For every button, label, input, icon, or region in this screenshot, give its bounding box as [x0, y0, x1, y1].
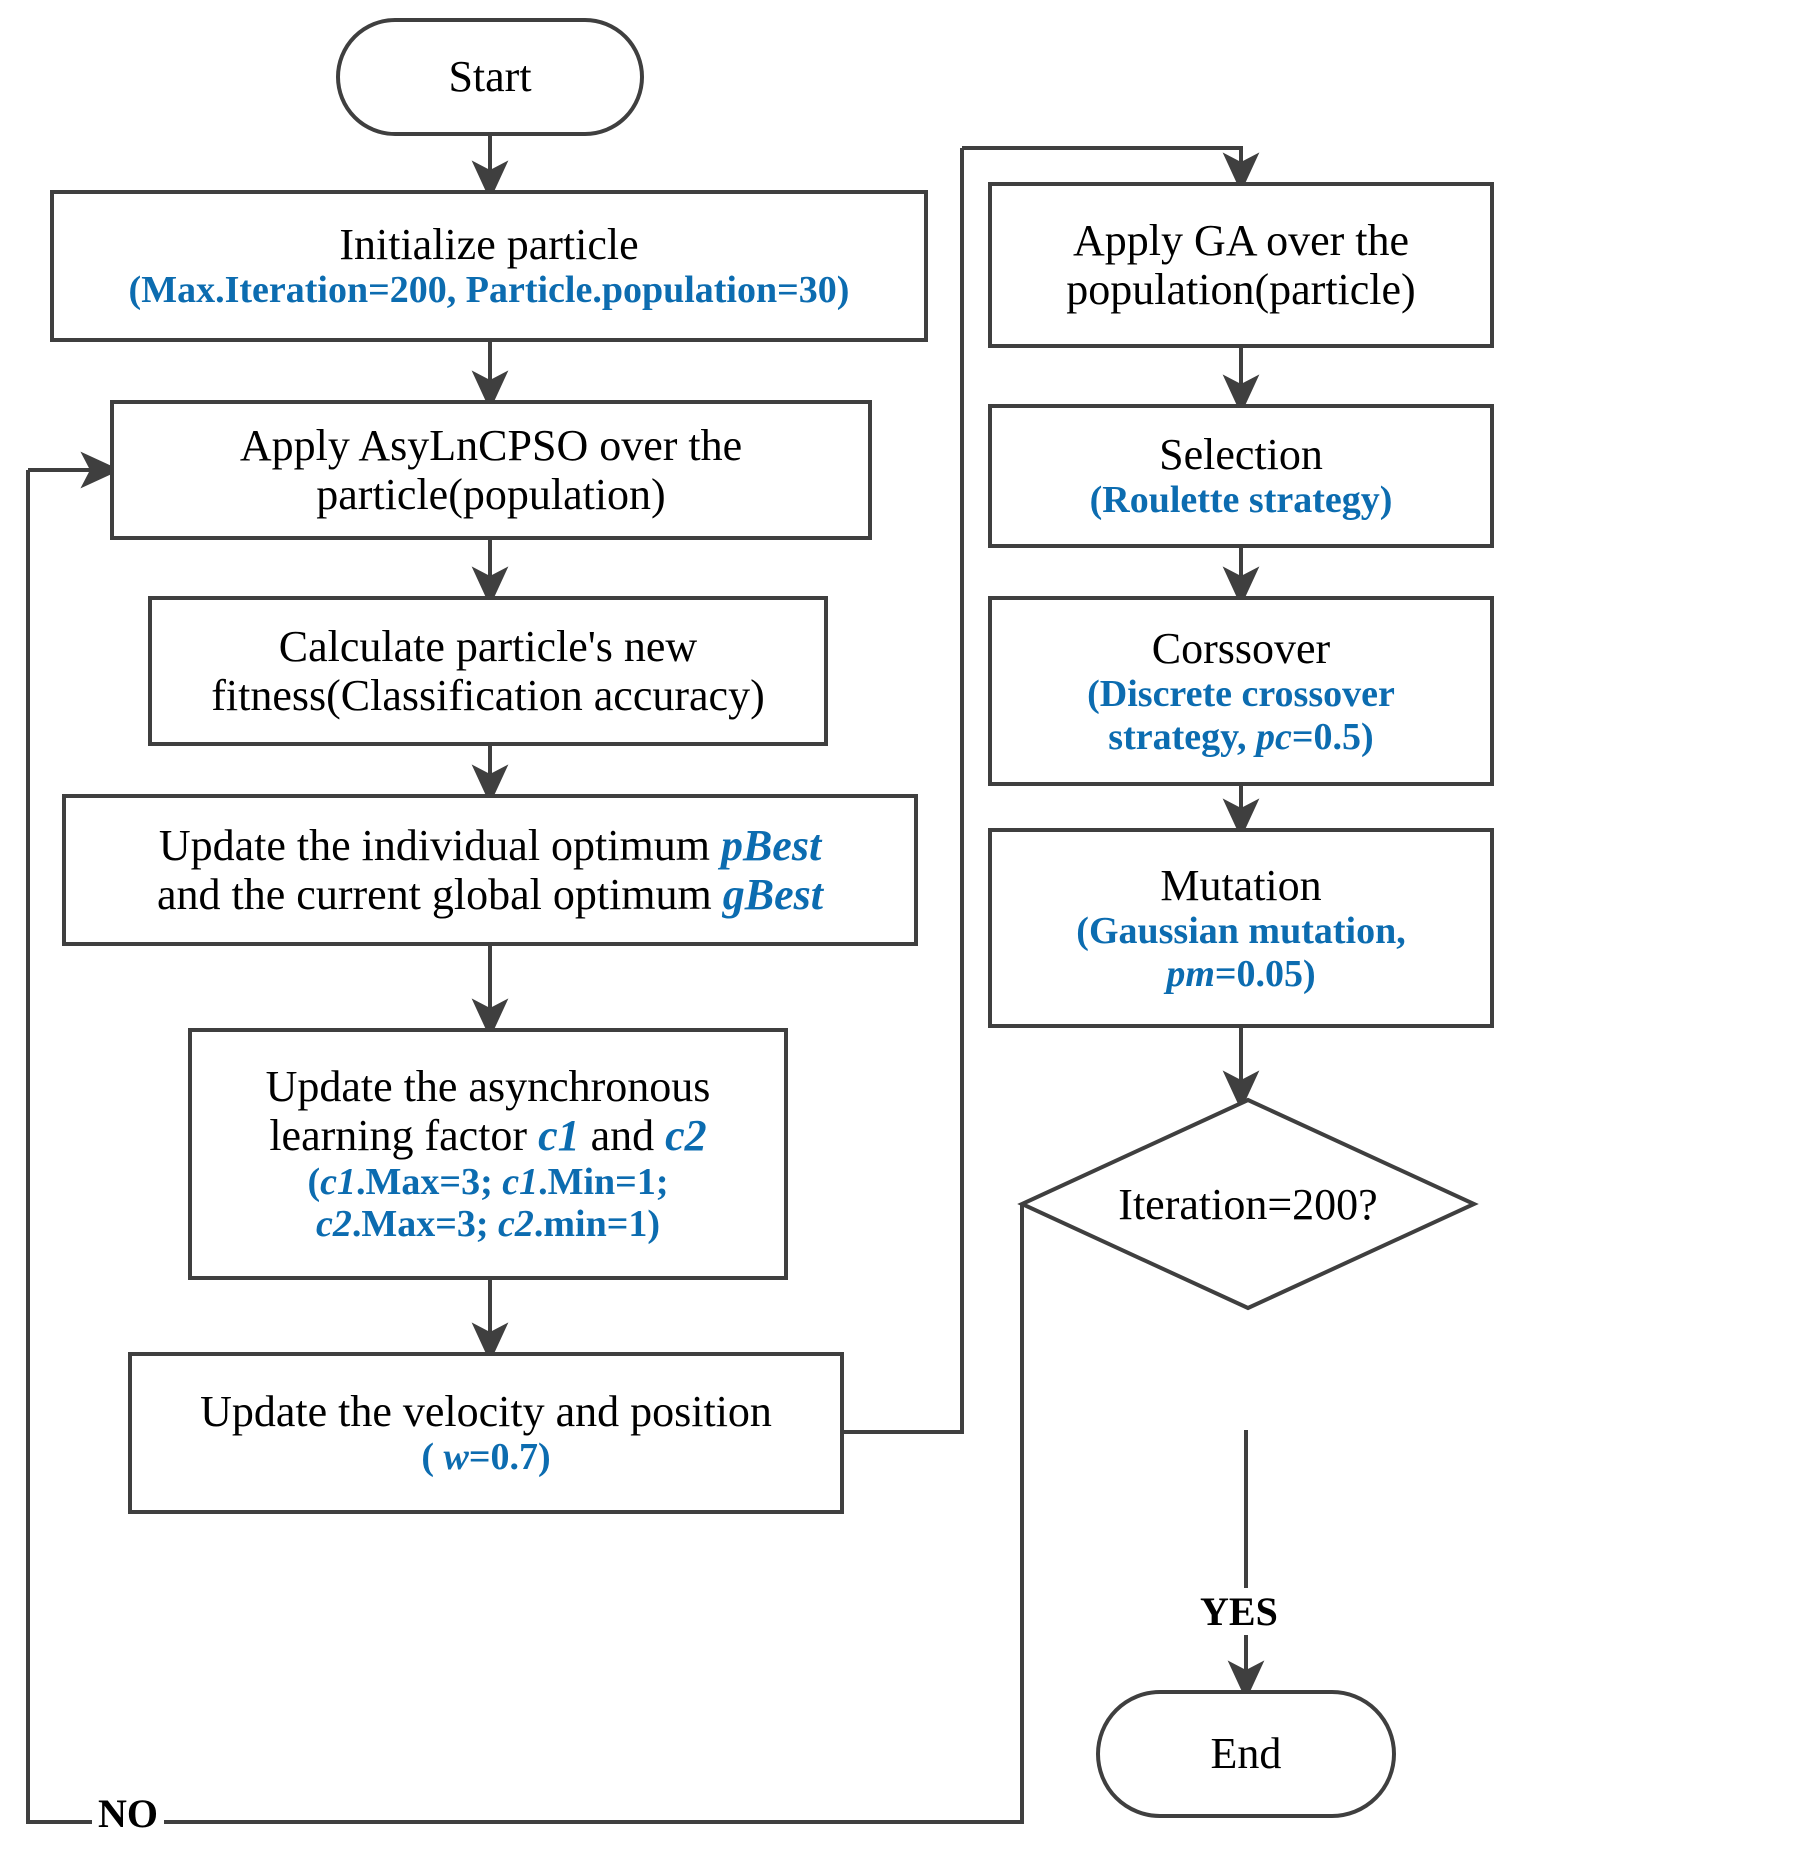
node-learn-line1: Update the asynchronous [265, 1062, 711, 1112]
node-update-velocity-position[interactable]: Update the velocity and position ( w=0.7… [128, 1352, 844, 1514]
node-learn-line2-and: and [579, 1111, 666, 1161]
node-learn-line2-text: learning factor [269, 1111, 539, 1161]
node-velocity-w-var: w [443, 1436, 469, 1479]
node-mutation[interactable]: Mutation (Gaussian mutation, pm=0.05) [988, 828, 1494, 1028]
node-learn-c2-min-val: .min=1) [533, 1203, 661, 1246]
node-apply-asylncpso[interactable]: Apply AsyLnCPSO over the particle(popula… [110, 400, 872, 540]
node-crossover-params-line2: strategy, pc=0.5) [992, 716, 1490, 759]
node-learn-c1-min-var: c1 [502, 1160, 539, 1203]
node-start-label: Start [448, 52, 532, 102]
node-crossover-label: Corssover [1151, 623, 1331, 673]
node-crossover-pc-val: =0.5) [1291, 715, 1374, 758]
node-fitness-line1: Calculate particle's new [278, 621, 698, 671]
node-update-pbest-gbest[interactable]: Update the individual optimum pBest and … [62, 794, 918, 946]
node-selection[interactable]: Selection (Roulette strategy) [988, 404, 1494, 548]
node-mutation-params-line2: pm=0.05) [992, 953, 1490, 996]
node-learn-c1-min-val: .Min=1; [538, 1160, 669, 1203]
node-crossover[interactable]: Corssover (Discrete crossover strategy, … [988, 596, 1494, 786]
node-pso-line1: Apply AsyLnCPSO over the [239, 420, 743, 470]
node-calculate-fitness[interactable]: Calculate particle's new fitness(Classif… [148, 596, 828, 746]
node-mutation-pm-val: =0.05) [1214, 952, 1316, 995]
node-crossover-strategy: strategy, [1108, 715, 1257, 758]
node-update-line2-text: and the current global optimum [157, 870, 723, 919]
node-initialize-params: (Max.Iteration=200, Particle.population=… [128, 269, 850, 312]
node-velocity-w-val: =0.7) [468, 1436, 551, 1479]
node-update-gbest: gBest [722, 870, 823, 919]
node-update-pbest: pBest [720, 820, 822, 870]
node-mutation-label: Mutation [1160, 860, 1322, 910]
node-selection-params: (Roulette strategy) [1089, 479, 1393, 522]
node-ga-line1: Apply GA over the [1072, 215, 1410, 265]
node-velocity-line1: Update the velocity and position [200, 1387, 772, 1437]
node-apply-ga[interactable]: Apply GA over the population(particle) [988, 182, 1494, 348]
node-update-line1: Update the individual optimum pBest [66, 821, 914, 870]
node-end[interactable]: End [1096, 1690, 1396, 1818]
node-update-line1-text: Update the individual optimum [158, 820, 721, 870]
node-learn-c1: c1 [538, 1111, 580, 1161]
node-ga-line2: population(particle) [1066, 265, 1416, 314]
node-crossover-params-line1: (Discrete crossover [1087, 673, 1395, 716]
node-learn-c2-max-var: c2 [315, 1203, 352, 1246]
node-learn-line2: learning factor c1 and c2 [192, 1111, 784, 1160]
node-learn-paren-open: ( [307, 1160, 321, 1203]
node-fitness-line2: fitness(Classification accuracy) [211, 671, 765, 720]
node-learn-line4: c2.Max=3; c2.min=1) [192, 1203, 784, 1246]
node-update-learning-factor[interactable]: Update the asynchronous learning factor … [188, 1028, 788, 1280]
node-iteration-check[interactable]: Iteration=200? [1022, 1100, 1474, 1308]
node-learn-c2-min-var: c2 [498, 1203, 534, 1246]
node-velocity-params: ( w=0.7) [132, 1436, 840, 1479]
node-learn-line3: (c1.Max=3; c1.Min=1; [192, 1161, 784, 1204]
node-learn-c2: c2 [665, 1111, 707, 1161]
node-initialize-particle[interactable]: Initialize particle (Max.Iteration=200, … [50, 190, 928, 342]
node-learn-c1-max-var: c1 [320, 1160, 357, 1203]
node-mutation-pm-var: pm [1166, 952, 1215, 995]
node-end-label: End [1210, 1729, 1282, 1779]
node-learn-c1-max-val: .Max=3; [356, 1160, 503, 1203]
node-update-line2: and the current global optimum gBest [66, 870, 914, 919]
node-decision-label: Iteration=200? [1118, 1179, 1378, 1229]
decision-diamond [1017, 1097, 1479, 1311]
node-selection-label: Selection [1159, 430, 1323, 480]
node-pso-line2: particle(population) [316, 470, 666, 519]
node-learn-c2-max-val: .Max=3; [351, 1203, 499, 1246]
node-start[interactable]: Start [336, 18, 644, 136]
node-crossover-pc-var: pc [1256, 715, 1292, 758]
node-initialize-line1: Initialize particle [339, 220, 639, 270]
node-mutation-params-line1: (Gaussian mutation, [1076, 910, 1406, 953]
edge-label-yes: YES [1194, 1588, 1284, 1635]
edge-label-no: NO [92, 1790, 164, 1837]
node-velocity-paren: ( [421, 1436, 444, 1479]
